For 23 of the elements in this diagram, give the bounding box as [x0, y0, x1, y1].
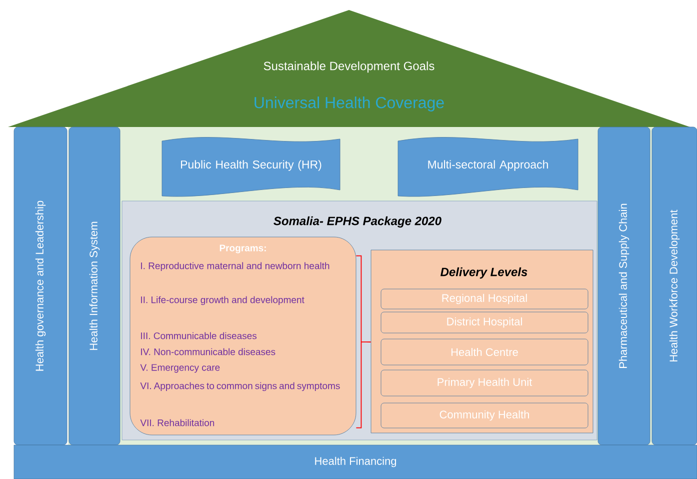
- level-box: Health Centre: [380, 338, 588, 366]
- pillar: Health Workforce Development: [652, 126, 697, 446]
- program-item: IV. Non-communicable diseases: [141, 348, 276, 356]
- node-label: Health Workforce Development: [669, 210, 680, 362]
- pillar: Health Information System: [68, 126, 120, 446]
- pillar: Pharmaceutical and Supply Chain: [598, 126, 650, 446]
- roof-text: Sustainable Development Goals: [264, 61, 434, 73]
- banner: Multi-sectoral Approach: [398, 137, 578, 197]
- foundation-bar: Health Financing: [14, 444, 697, 479]
- program-item: V. Emergency care: [140, 364, 220, 373]
- program-item: III. Communicable diseases: [141, 332, 257, 340]
- pillar: Health governance and Leadership: [14, 126, 68, 446]
- level-box: Primary Health Unit: [380, 370, 588, 396]
- bracket: [356, 255, 372, 428]
- banner: Public Health Security (HR): [162, 137, 340, 197]
- level-box: Regional Hospital: [380, 288, 588, 310]
- roof-heading: Universal Health Coverage: [254, 96, 444, 112]
- program-item: II. Life-course growth and development: [141, 296, 304, 306]
- program-item: VII. Rehabilitation: [140, 419, 214, 426]
- program-item: VI. Approaches to common signs and symptoms: [140, 382, 340, 392]
- level-box: District Hospital: [380, 312, 588, 334]
- level-box: Community Health: [380, 402, 588, 428]
- program-item: I. Reproductive maternal and newborn health: [141, 262, 330, 272]
